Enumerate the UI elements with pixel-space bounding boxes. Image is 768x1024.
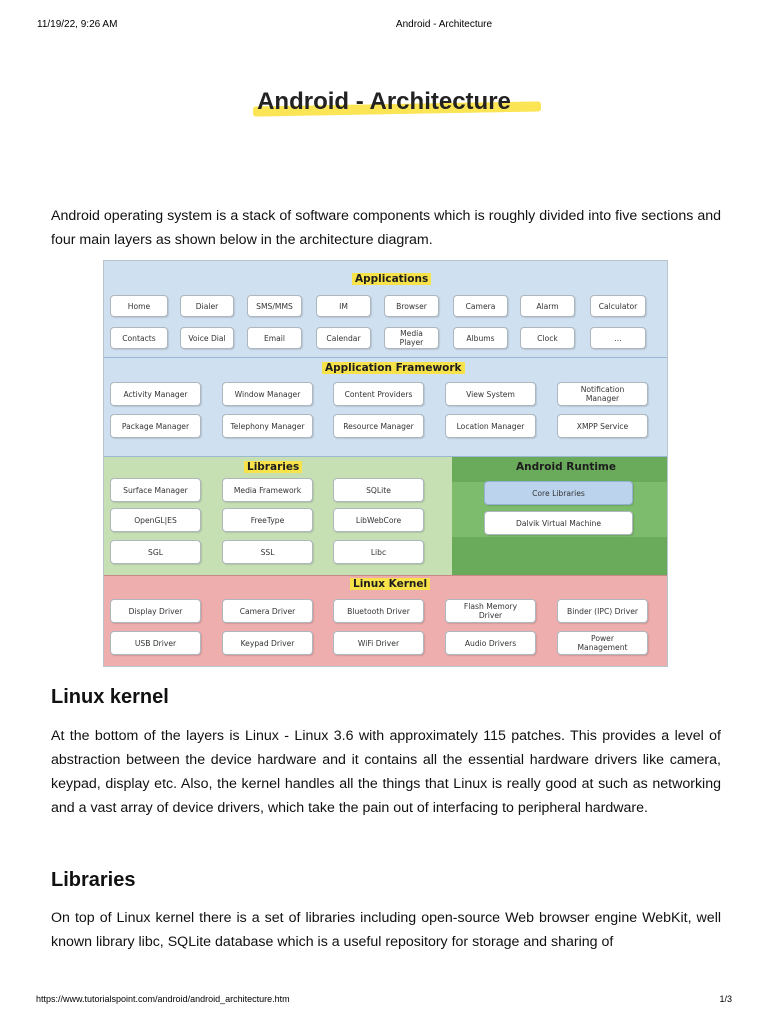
- app-box: Albums: [453, 327, 508, 349]
- driver-box: Keypad Driver: [222, 631, 313, 655]
- library-box: Libc: [333, 540, 424, 564]
- app-box: SMS/MMS: [247, 295, 302, 317]
- framework-box: Location Manager: [445, 414, 536, 438]
- android-runtime-layer: Android Runtime Core Libraries Dalvik Vi…: [452, 457, 667, 575]
- application-framework-layer: Application Framework Activity Manager W…: [104, 358, 667, 457]
- driver-box: Flash Memory Driver: [445, 599, 536, 623]
- framework-box: Notification Manager: [557, 382, 648, 406]
- linux-kernel-layer: Linux Kernel Display Driver Camera Drive…: [104, 575, 667, 666]
- library-box: SGL: [110, 540, 201, 564]
- library-box: Surface Manager: [110, 478, 201, 502]
- app-box: Browser: [384, 295, 439, 317]
- app-box: Calendar: [316, 327, 371, 349]
- driver-box: WiFi Driver: [333, 631, 424, 655]
- libraries-layer: Libraries Surface Manager Media Framewor…: [104, 457, 452, 575]
- app-box: Email: [247, 327, 302, 349]
- app-box: Alarm: [520, 295, 575, 317]
- print-datetime: 11/19/22, 9:26 AM: [37, 19, 118, 30]
- runtime-box: Core Libraries: [484, 481, 633, 505]
- framework-box: Activity Manager: [110, 382, 201, 406]
- applications-layer: Applications Home Dialer SMS/MMS IM Brow…: [104, 261, 667, 358]
- framework-box: Window Manager: [222, 382, 313, 406]
- architecture-diagram: Applications Home Dialer SMS/MMS IM Brow…: [103, 260, 668, 667]
- app-box: IM: [316, 295, 371, 317]
- library-box: Media Framework: [222, 478, 313, 502]
- print-page-title: Android - Architecture: [395, 19, 493, 30]
- framework-box: Telephony Manager: [222, 414, 313, 438]
- app-box: ...: [590, 327, 646, 349]
- page-title: Android - Architecture: [257, 88, 511, 115]
- driver-box: Camera Driver: [222, 599, 313, 623]
- runtime-box: Dalvik Virtual Machine: [484, 511, 633, 535]
- driver-box: USB Driver: [110, 631, 201, 655]
- library-box: SSL: [222, 540, 313, 564]
- runtime-title: Android Runtime: [516, 461, 616, 473]
- driver-box: Power Management: [557, 631, 648, 655]
- section-heading-libraries: Libraries: [51, 869, 136, 891]
- library-box: LibWebCore: [333, 508, 424, 532]
- app-box: Clock: [520, 327, 575, 349]
- applications-title: Applications: [352, 273, 432, 285]
- kernel-title: Linux Kernel: [350, 578, 431, 590]
- framework-box: XMPP Service: [557, 414, 648, 438]
- app-box: Calculator: [590, 295, 646, 317]
- framework-box: Resource Manager: [333, 414, 424, 438]
- app-box: Home: [110, 295, 168, 317]
- app-box: Media Player: [384, 327, 439, 349]
- framework-box: Package Manager: [110, 414, 201, 438]
- framework-box: Content Providers: [333, 382, 424, 406]
- print-url: https://www.tutorialspoint.com/android/a…: [36, 994, 290, 1004]
- app-box: Contacts: [110, 327, 168, 349]
- driver-box: Binder (IPC) Driver: [557, 599, 648, 623]
- framework-title: Application Framework: [322, 362, 465, 374]
- driver-box: Bluetooth Driver: [333, 599, 424, 623]
- driver-box: Audio Drivers: [445, 631, 536, 655]
- intro-paragraph: Android operating system is a stack of s…: [51, 208, 721, 248]
- print-page-number: 1/3: [719, 994, 732, 1004]
- section-heading-linux-kernel: Linux kernel: [51, 686, 169, 708]
- app-box: Voice Dial: [180, 327, 234, 349]
- app-box: Dialer: [180, 295, 234, 317]
- framework-box: View System: [445, 382, 536, 406]
- linux-kernel-paragraph: At the bottom of the layers is Linux - L…: [51, 728, 721, 816]
- libraries-title: Libraries: [244, 461, 303, 473]
- library-box: SQLite: [333, 478, 424, 502]
- library-box: OpenGL|ES: [110, 508, 201, 532]
- libraries-paragraph: On top of Linux kernel there is a set of…: [51, 910, 721, 950]
- driver-box: Display Driver: [110, 599, 201, 623]
- app-box: Camera: [453, 295, 508, 317]
- library-box: FreeType: [222, 508, 313, 532]
